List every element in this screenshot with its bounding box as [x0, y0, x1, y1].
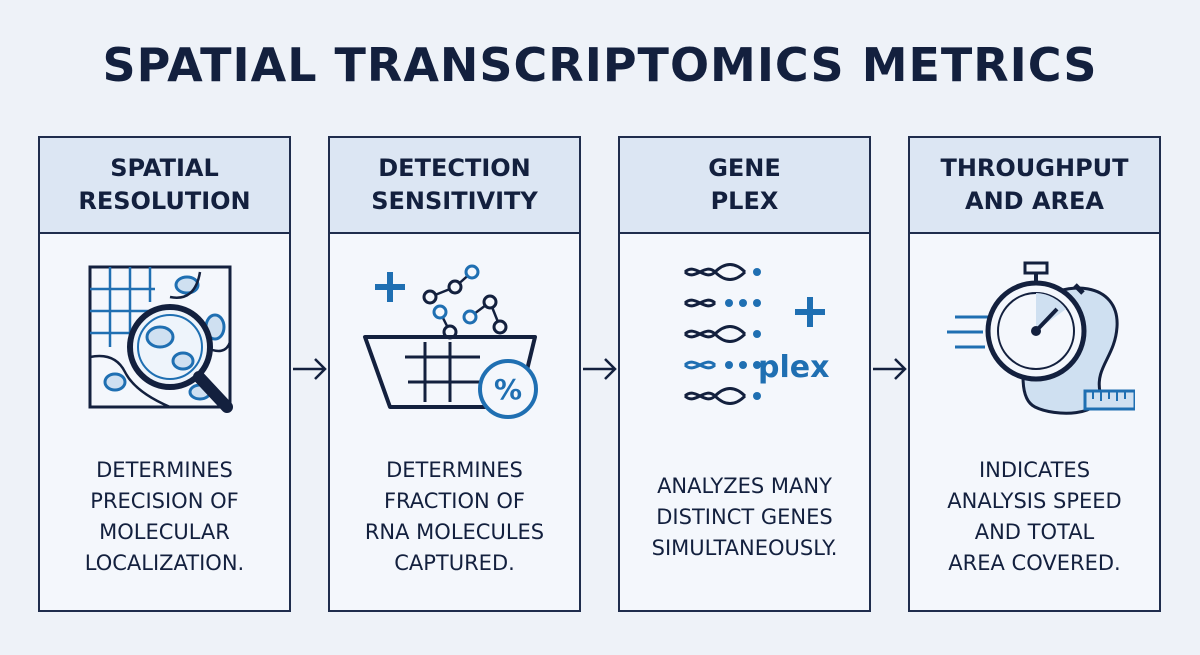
arrow-right-icon — [583, 358, 617, 380]
svg-text:%: % — [493, 373, 521, 406]
card-detection-sensitivity: DETECTION SENSITIVITY % — [328, 136, 581, 612]
dna-plex-icon: plex — [620, 242, 869, 442]
card-description: DETERMINES PRECISION OF MOLECULAR LOCALI… — [84, 458, 245, 575]
stopwatch-area-ruler-icon — [910, 242, 1159, 442]
card-description: INDICATES ANALYSIS SPEED AND TOTAL AREA … — [947, 458, 1122, 575]
card-description-box: ANALYZES MANY DISTINCT GENES SIMULTANEOU… — [620, 442, 869, 592]
card-throughput-area: THROUGHPUT AND AREA INDICATES A — [908, 136, 1161, 612]
card-heading: DETECTION SENSITIVITY — [371, 154, 538, 215]
card-description-box: DETERMINES PRECISION OF MOLECULAR LOCALI… — [40, 442, 289, 592]
card-header: SPATIAL RESOLUTION — [40, 138, 289, 234]
card-description-box: INDICATES ANALYSIS SPEED AND TOTAL AREA … — [910, 442, 1159, 592]
card-description: ANALYZES MANY DISTINCT GENES SIMULTANEOU… — [651, 473, 838, 560]
basket-molecules-percent-icon: % — [330, 242, 579, 442]
card-header: DETECTION SENSITIVITY — [330, 138, 579, 234]
plex-label: plex — [758, 350, 830, 385]
card-heading: GENE PLEX — [708, 154, 781, 215]
page-title: SPATIAL TRANSCRIPTOMICS METRICS — [102, 38, 1098, 92]
card-spatial-resolution: SPATIAL RESOLUTION — [38, 136, 291, 612]
card-header: THROUGHPUT AND AREA — [910, 138, 1159, 234]
card-gene-plex: GENE PLEX — [618, 136, 871, 612]
card-heading: THROUGHPUT AND AREA — [940, 154, 1129, 215]
magnifier-grid-cells-icon — [40, 242, 289, 442]
card-description-box: DETERMINES FRACTION OF RNA MOLECULES CAP… — [330, 442, 579, 592]
card-description: DETERMINES FRACTION OF RNA MOLECULES CAP… — [364, 458, 545, 575]
card-heading: SPATIAL RESOLUTION — [78, 154, 251, 215]
arrow-right-icon — [873, 358, 907, 380]
card-header: GENE PLEX — [620, 138, 869, 234]
arrow-right-icon — [293, 358, 327, 380]
